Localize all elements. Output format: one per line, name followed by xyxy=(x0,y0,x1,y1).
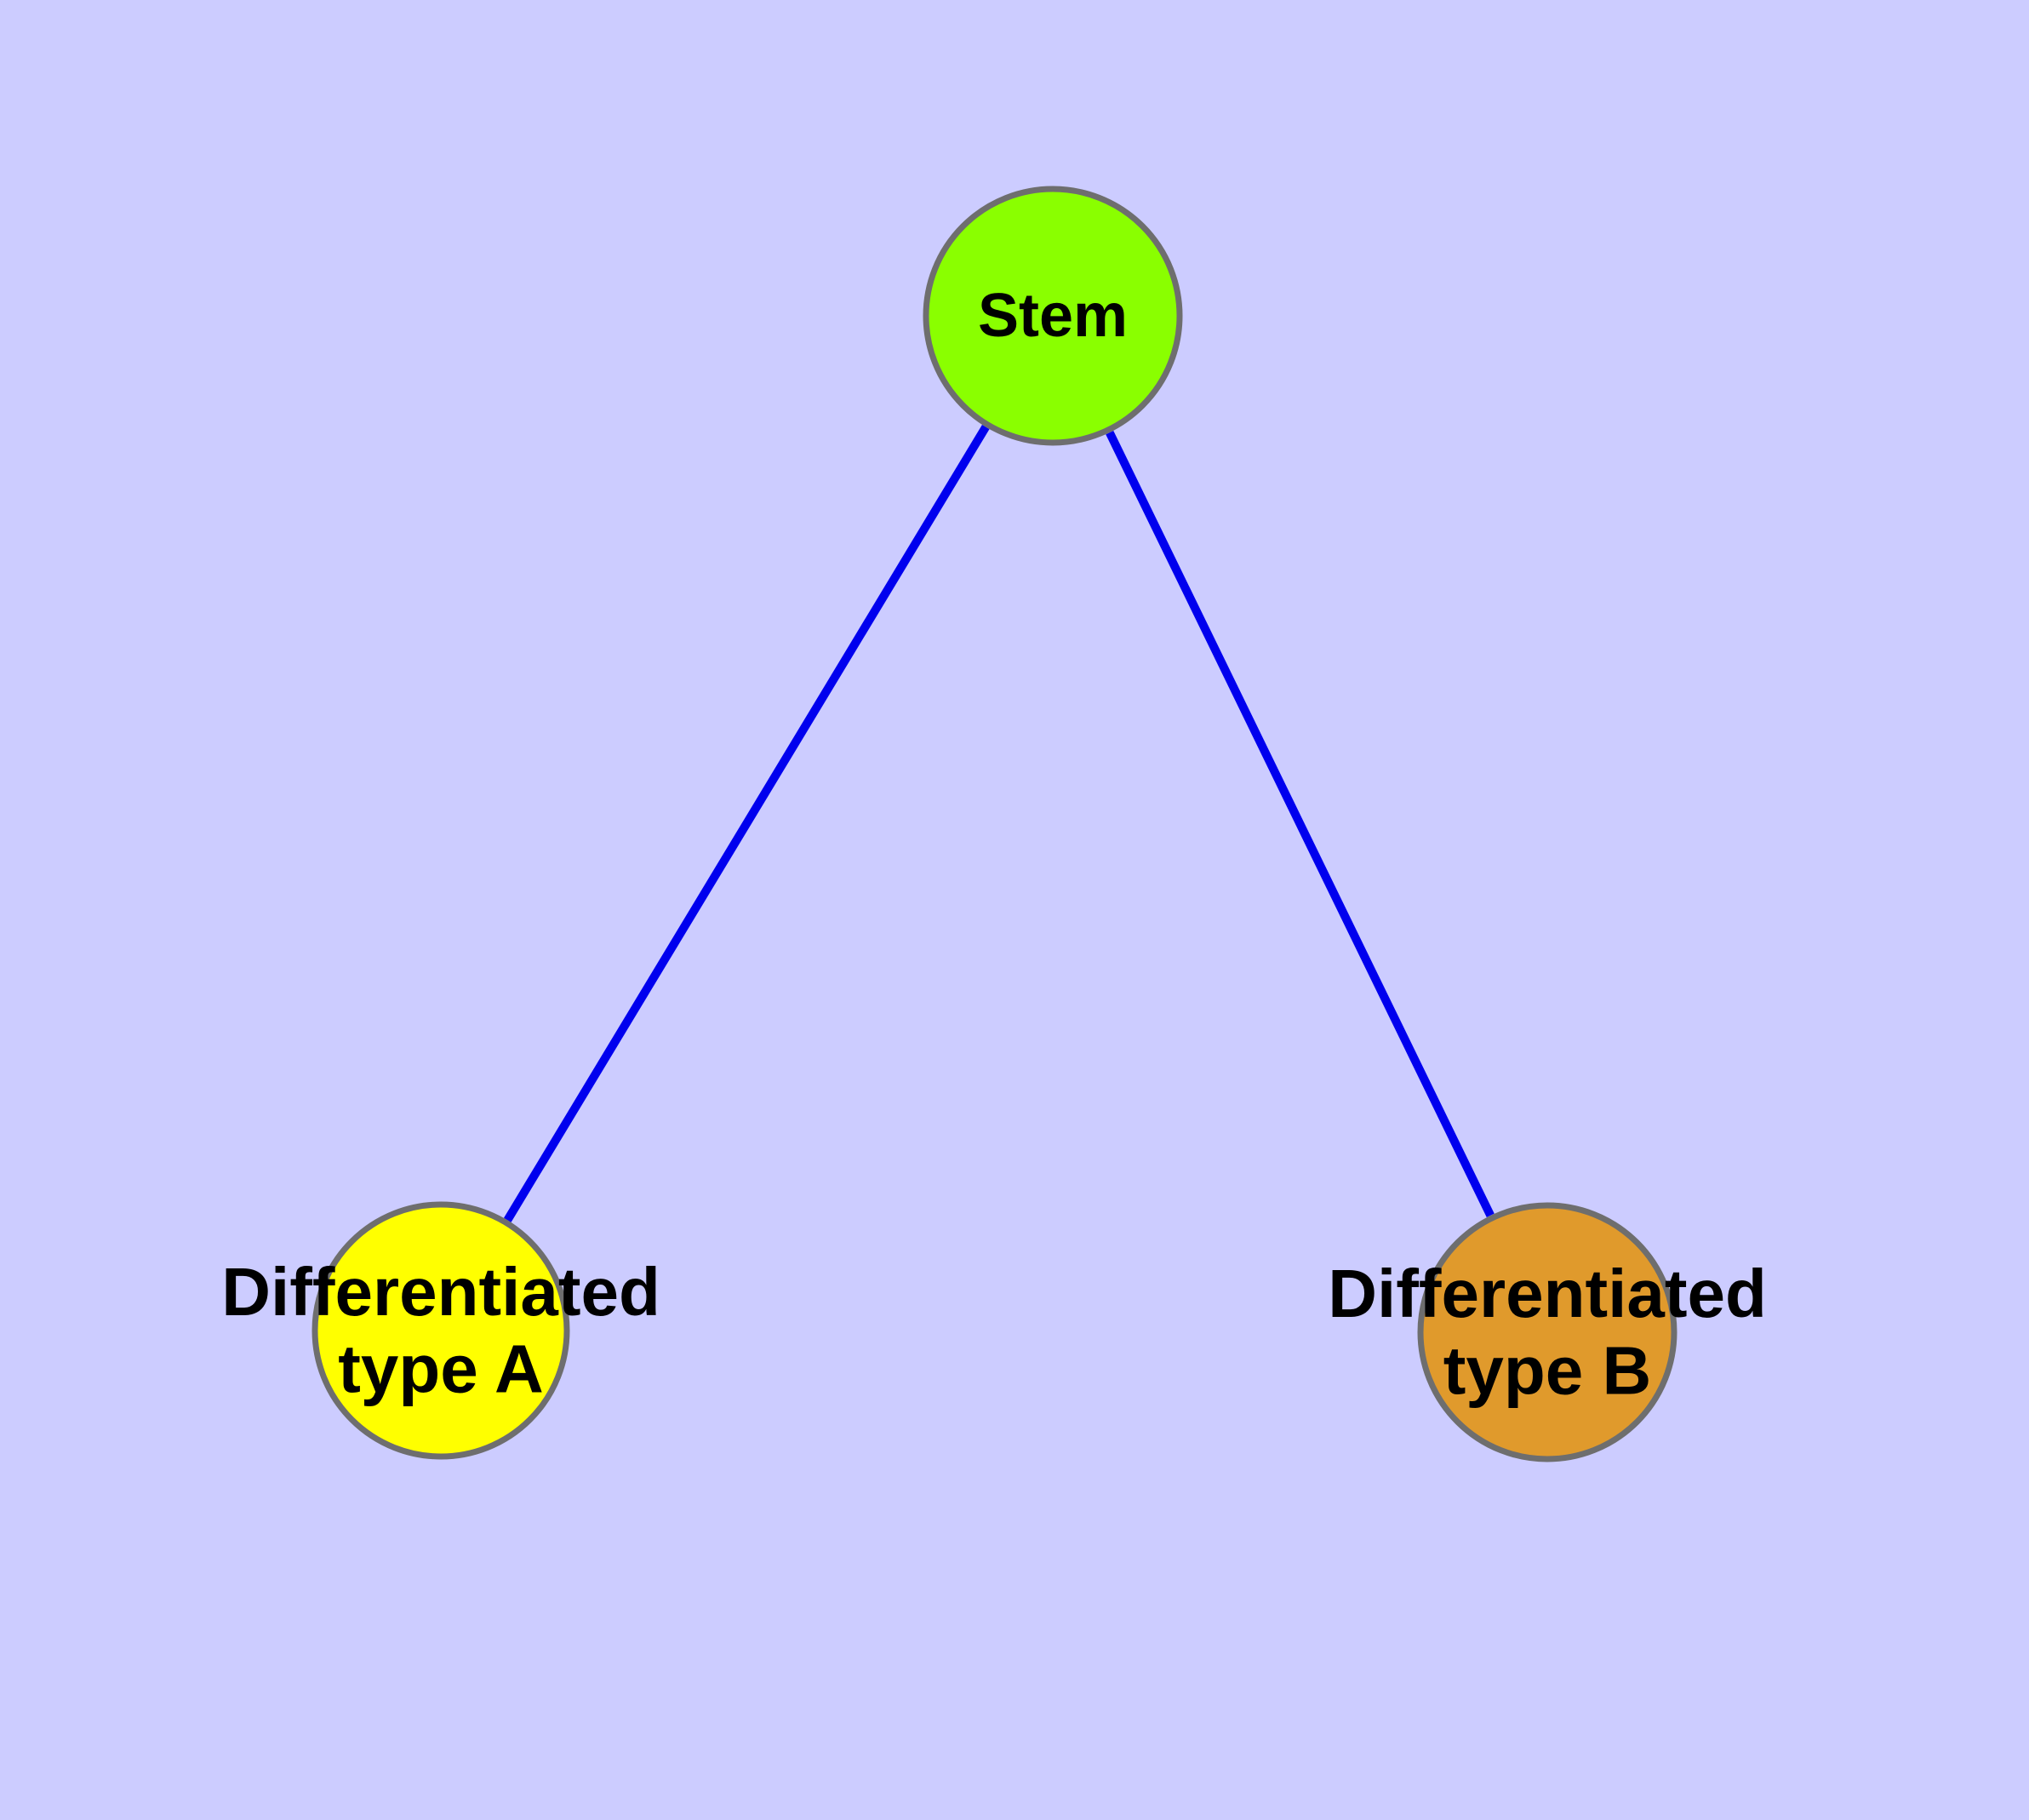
node-differentiated-type-a[interactable] xyxy=(311,1201,570,1460)
node-layer xyxy=(311,186,1677,1462)
node-differentiated-type-a-circle[interactable] xyxy=(311,1201,570,1460)
edge-stem-to-differentiated-type-b[interactable] xyxy=(1106,430,1495,1218)
node-stem-circle[interactable] xyxy=(923,186,1183,446)
node-differentiated-type-b[interactable] xyxy=(1417,1202,1677,1462)
edge-stem-to-differentiated-type-a[interactable] xyxy=(503,425,990,1222)
node-differentiated-type-b-circle[interactable] xyxy=(1417,1202,1677,1462)
edge-layer xyxy=(503,425,1495,1222)
node-stem-label: Stem xyxy=(978,282,1128,350)
node-stem[interactable] xyxy=(923,186,1183,446)
